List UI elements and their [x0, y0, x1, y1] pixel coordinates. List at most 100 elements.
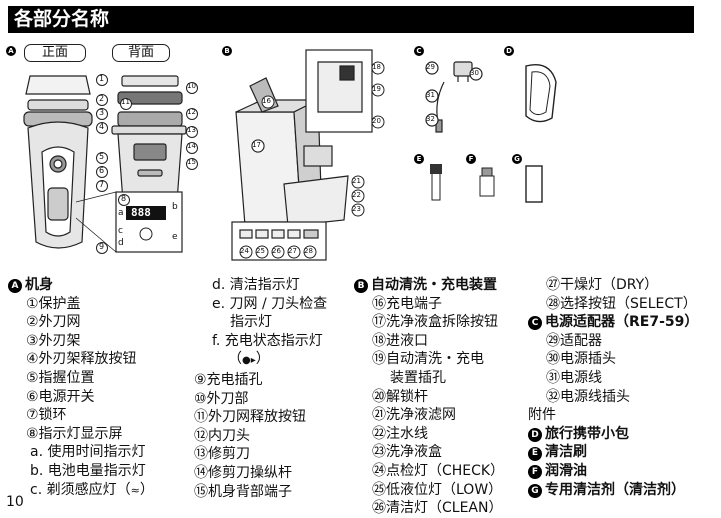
list-item: ⑤指握位置 [26, 369, 95, 386]
figure-d-badge: D [504, 46, 514, 56]
list-item: ㉛电源线 [546, 369, 602, 386]
shave-sensor-icon: ≈ [130, 483, 140, 497]
list-item: ⑥电源开关 [26, 388, 95, 405]
display-readout: 888 [131, 206, 151, 219]
list-item-continued: 装置插孔 [390, 369, 446, 386]
list-item: ⑪外刀网释放按钮 [194, 409, 306, 426]
callout-1: 1 [99, 74, 105, 83]
accessories-label: 附件 [528, 407, 556, 424]
list-item: e. 刀网 / 刀头检查 [212, 295, 328, 312]
list-item: ③外刃架 [26, 332, 81, 349]
list-item: ①保护盖 [26, 295, 81, 312]
section-e-title: 清洁刷 [545, 444, 587, 461]
list-item: ④外刃架释放按钮 [26, 351, 137, 368]
list-item: ⑫内刀头 [194, 427, 250, 444]
figure-e-brush: E [414, 150, 454, 206]
section-a-title: 机身 [25, 277, 53, 293]
page-number: 10 [6, 494, 24, 510]
callout-4: 4 [99, 122, 105, 131]
section-b-title: 自动清洗・充电装置 [371, 277, 497, 293]
list-item: ⑮机身背部端子 [194, 483, 292, 500]
cleaning-station-illustration [231, 49, 385, 261]
list-item: ㉔点检灯（CHECK） [372, 462, 505, 479]
callout-23: 23 [352, 205, 361, 213]
figure-g-badge: G [512, 154, 522, 164]
section-c-badge: C [528, 316, 542, 331]
paren-close: ） [255, 351, 270, 368]
page-title: 各部分名称 [8, 6, 694, 33]
charge-indicator-line: （●▸） [194, 350, 327, 371]
list-item: ⑦锁环 [26, 407, 67, 424]
list-sub-item-text: c. 剃须感应灯（ [30, 481, 131, 498]
charge-plug-icon: ●▸ [242, 355, 256, 367]
callout-7: 7 [99, 180, 105, 189]
display-letter-d: d [118, 238, 124, 248]
list-item: ㉜电源线插头 [546, 388, 630, 405]
display-letter-a: a [118, 208, 124, 218]
oil-bottle-illustration [479, 167, 495, 197]
display-letter-e: e [172, 232, 178, 242]
list-item: ㉕低液位灯（LOW） [372, 481, 503, 498]
callout-26: 26 [272, 247, 281, 255]
section-e-badge: E [528, 446, 542, 461]
callout-9: 9 [99, 242, 105, 251]
list-item: ⑱进液口 [372, 332, 428, 349]
list-sub-item-c: c. 剃须感应灯（≈） [8, 481, 154, 501]
list-item: ㉚电源插头 [546, 351, 616, 368]
figure-f-badge: F [466, 154, 476, 164]
shaver-illustration [23, 74, 198, 254]
callout-21: 21 [352, 177, 361, 185]
callout-15: 15 [187, 158, 196, 166]
callout-2: 2 [99, 94, 105, 103]
list-item: ㉙适配器 [546, 332, 602, 349]
list-item: ⑧指示灯显示屏 [26, 425, 123, 442]
adapter-illustration [425, 61, 483, 133]
list-item: ㉖清洁灯（CLEAN） [372, 500, 503, 517]
callout-14: 14 [187, 142, 196, 150]
list-item: ㉘选择按钮（SELECT） [546, 295, 697, 312]
callout-28: 28 [304, 247, 313, 255]
front-view-label: 正面 [24, 44, 86, 62]
list-item: ⑳解锁杆 [372, 388, 428, 405]
list-item: ⑲自动清洗・充电 [372, 351, 484, 368]
section-g-title: 专用清洁剂（清洁剂） [545, 481, 685, 498]
list-item: ⑬修剪刀 [194, 446, 250, 463]
list-item: ⑩外刀部 [194, 390, 249, 407]
list-item: d. 清洁指示灯 [212, 277, 300, 293]
callout-13: 13 [187, 126, 196, 134]
figure-c-badge: C [414, 46, 424, 56]
figure-d-pouch: D [504, 42, 564, 132]
section-c-title: 电源适配器（RE7-59） [545, 314, 699, 331]
section-d-badge: D [528, 428, 542, 443]
callout-18: 18 [372, 63, 381, 71]
list-item: ⑭修剪刀操纵杆 [194, 464, 292, 481]
callout-25: 25 [256, 247, 265, 255]
figure-g-cleaner: G [512, 150, 552, 206]
callout-20: 20 [372, 117, 381, 125]
list-item: ⑰洗净液盒拆除按钮 [372, 314, 498, 331]
callout-5: 5 [99, 152, 105, 161]
pouch-illustration [525, 64, 557, 123]
callout-6: 6 [99, 166, 105, 175]
list-sub-item-suffix: ） [139, 481, 154, 498]
display-letter-c: c [118, 226, 123, 236]
callout-29: 29 [426, 63, 435, 71]
cleaner-box-illustration [525, 165, 543, 203]
callout-19: 19 [372, 85, 381, 93]
section-b-badge: B [354, 279, 368, 294]
display-letter-b: b [172, 202, 178, 212]
callout-10: 10 [187, 82, 196, 90]
list-item: f. 充电状态指示灯 [212, 332, 323, 349]
paren-open: （ [228, 351, 242, 368]
section-f-title: 润滑油 [545, 462, 587, 479]
figure-a-badge: A [6, 46, 16, 56]
figure-b-cleaning-station: B [222, 42, 402, 264]
callout-17: 17 [252, 141, 261, 149]
